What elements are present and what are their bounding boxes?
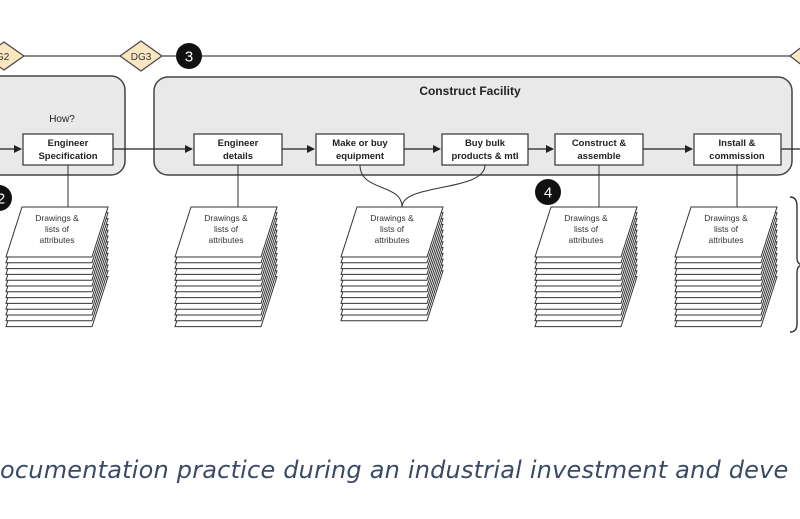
document-stack-label: lists of xyxy=(380,224,405,234)
svg-text:Make or buy: Make or buy xyxy=(332,138,388,149)
document-stack-label: lists of xyxy=(214,224,239,234)
svg-text:Construct &: Construct & xyxy=(572,138,627,149)
step-engineer-details: Engineer details xyxy=(193,133,283,166)
document-stack-label: attributes xyxy=(40,235,75,245)
svg-text:Specification: Specification xyxy=(38,151,97,162)
document-sheet xyxy=(340,206,444,258)
step-install-commission: Install & commission xyxy=(693,133,782,166)
document-sheet xyxy=(674,206,778,258)
document-stack-label: attributes xyxy=(375,235,410,245)
svg-text:details: details xyxy=(223,151,253,162)
step-make-or-buy-equipment: Make or buy equipment xyxy=(315,133,405,166)
phase-badge-4: 4 xyxy=(535,179,561,205)
document-stack-label: lists of xyxy=(574,224,599,234)
figure-caption: ocumentation practice during an industri… xyxy=(0,456,789,484)
svg-text:Buy bulk: Buy bulk xyxy=(465,138,506,149)
gate-g2: G2 xyxy=(0,41,26,71)
svg-text:Install &: Install & xyxy=(719,138,756,149)
phase-badge-2-label: 2 xyxy=(0,191,5,208)
document-stack-label: lists of xyxy=(714,224,739,234)
document-stack-label: Drawings & xyxy=(204,213,248,223)
phase-badge-3-label: 3 xyxy=(185,49,193,66)
document-stack-label: Drawings & xyxy=(564,213,608,223)
document-stack-label: Drawings & xyxy=(704,213,748,223)
phase-badge-2: 2 xyxy=(0,185,12,211)
document-stack-label: attributes xyxy=(569,235,604,245)
svg-text:Engineer: Engineer xyxy=(48,138,89,149)
gate-dg3: DG3 xyxy=(118,40,164,72)
document-stack-label: attributes xyxy=(709,235,744,245)
step-construct-assemble: Construct & assemble xyxy=(554,133,644,166)
document-stack-label: Drawings & xyxy=(35,213,79,223)
phase-badge-4-label: 4 xyxy=(544,185,552,202)
svg-text:assemble: assemble xyxy=(577,151,620,162)
document-connectors xyxy=(67,164,738,208)
document-sheet xyxy=(5,206,109,258)
right-brace xyxy=(789,196,800,333)
phase-badge-3: 3 xyxy=(176,43,202,69)
document-stack-label: attributes xyxy=(209,235,244,245)
svg-text:products & mtl: products & mtl xyxy=(451,151,518,162)
gate-dg3-label: DG3 xyxy=(131,52,152,63)
left-panel-question: How? xyxy=(49,114,75,125)
svg-text:commission: commission xyxy=(709,151,765,162)
step-engineer-specification: Engineer Specification xyxy=(22,133,114,166)
svg-text:Engineer: Engineer xyxy=(218,138,259,149)
step-buy-bulk-products: Buy bulk products & mtl xyxy=(441,133,529,166)
gate-g2-label: G2 xyxy=(0,52,10,63)
construct-facility-title: Construct Facility xyxy=(419,84,521,98)
svg-text:equipment: equipment xyxy=(336,151,385,162)
document-stack-label: Drawings & xyxy=(370,213,414,223)
document-stack-label: lists of xyxy=(45,224,70,234)
document-sheet xyxy=(534,206,638,258)
document-sheet xyxy=(174,206,278,258)
gate-right-edge xyxy=(789,47,800,65)
